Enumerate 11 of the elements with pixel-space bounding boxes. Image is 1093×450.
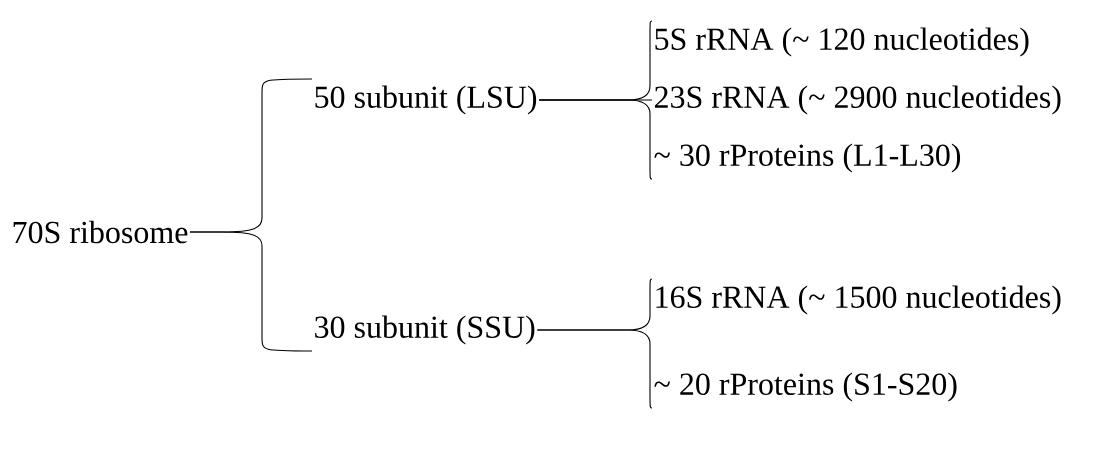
brace (189, 231, 313, 352)
brace (536, 329, 653, 409)
label: 5S rRNA (~ 120 nucleotides) (655, 27, 1029, 57)
label: 16S rRNA (~ 1500 nucleotides) (656, 285, 1061, 315)
brace (538, 99, 653, 180)
label: 23S rRNA (~ 2900 nucleotides) (654, 85, 1061, 115)
label: ~ 30 rProteins (L1-L30) (654, 143, 961, 173)
label: 30 subunit (SSU) (315, 315, 535, 345)
label: 70S ribosome (13, 220, 188, 244)
label: 50 subunit (LSU) (315, 85, 537, 115)
label: ~ 20 rProteins (S1-S20) (654, 372, 957, 402)
